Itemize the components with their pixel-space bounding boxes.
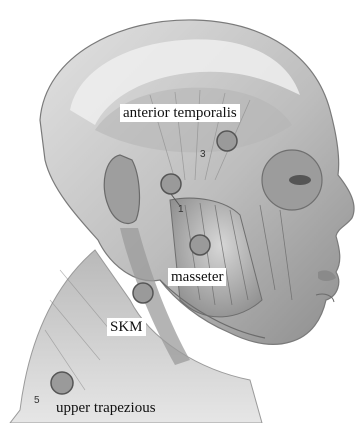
point-number: 5	[34, 395, 40, 406]
trigger-point-marker	[190, 235, 210, 255]
label-upper-trapezious: upper trapezious	[53, 399, 159, 417]
trigger-point-marker	[161, 174, 181, 194]
label-anterior-temporalis: anterior temporalis	[120, 104, 240, 122]
label-skm: SKM	[107, 318, 146, 336]
point-number: 3	[200, 149, 206, 160]
trigger-point-marker	[133, 283, 153, 303]
trigger-point-marker	[217, 131, 237, 151]
trigger-point-marker	[51, 372, 73, 394]
label-masseter: masseter	[168, 268, 226, 286]
point-number: 1	[178, 204, 184, 215]
